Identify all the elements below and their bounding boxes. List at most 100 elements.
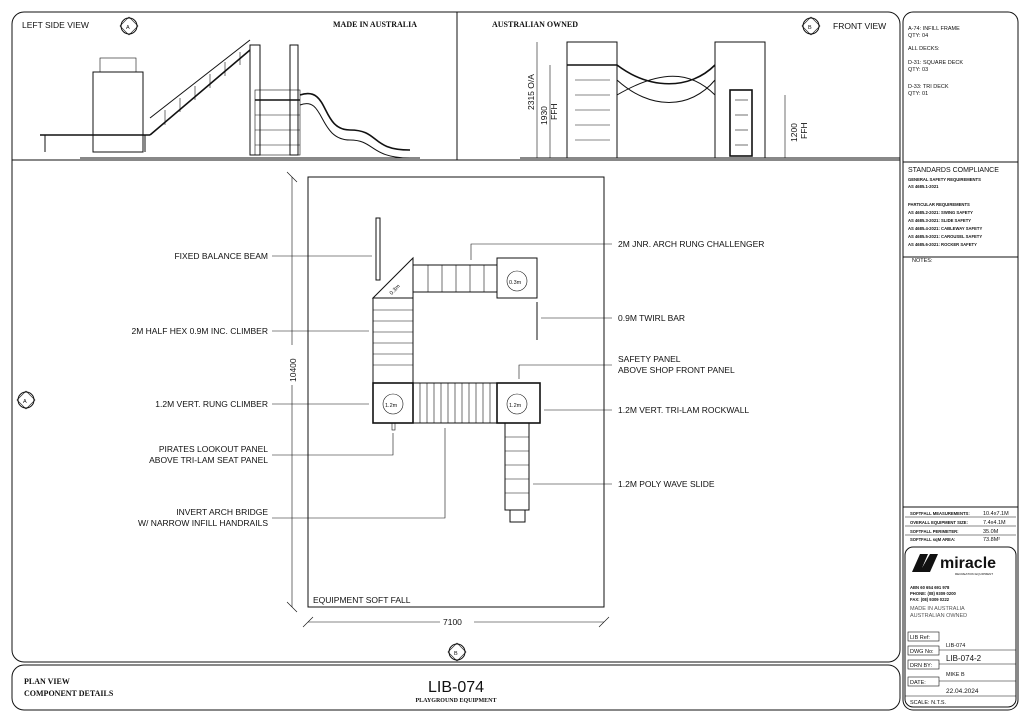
drawing-text: QTY: 03	[908, 67, 928, 73]
drawing-line	[616, 75, 716, 96]
label-rockwall: 1.2M VERT. TRI-LAM ROCKWALL	[618, 405, 749, 415]
drawing-text: 1.2m	[509, 403, 522, 409]
drawing-line	[447, 642, 467, 662]
drawing-text: MIKE B	[946, 672, 965, 678]
drawing-line	[286, 345, 298, 385]
label-arch-bridge-2: W/ NARROW INFILL HANDRAILS	[138, 518, 268, 528]
drawing-line	[272, 428, 446, 519]
drawing-line	[505, 436, 529, 494]
drawing-text: NOTES:	[912, 258, 933, 264]
drawing-text: FAX: (08) 9309 0222	[910, 597, 950, 602]
drawing-line	[286, 171, 298, 183]
drawing-text: FFH	[799, 122, 809, 139]
drawing-text: 35.0M	[983, 529, 999, 535]
drawing-text: 10400	[288, 358, 298, 382]
drawing-text: 1200	[789, 123, 799, 142]
drawing-line	[506, 393, 528, 415]
drawing-text: AS 4685.4-2021: CABLEWAY SAFETY	[908, 226, 982, 231]
drawing-text: OVERALL EQUIPMENT SIZE:	[910, 520, 968, 525]
label-safety-panel: SAFETY PANEL	[618, 354, 681, 364]
front-elevation: 2315 O/A 1930 FFH 1200 FFH	[520, 41, 900, 159]
miracle-logo: miracle RECREATION EQUIPMENT	[912, 554, 996, 576]
drawing-text: AUSTRALIAN OWNED	[910, 613, 967, 619]
drawing-text: A	[23, 399, 27, 405]
drawing-line	[509, 509, 526, 523]
drawing-text: SOFTFALL PERIMETER:	[910, 529, 959, 534]
drawing-line	[272, 433, 394, 456]
drawing-text: LIB-074-2	[946, 654, 982, 663]
leader-lines	[272, 243, 612, 519]
drawing-line	[119, 16, 139, 36]
label-pirates-panel: PIRATES LOOKOUT PANEL	[159, 444, 268, 454]
softfall-measurements: SOFTFALL MEASUREMENTS: 10.4x7.1M OVERALL …	[905, 511, 1016, 543]
drawing-line	[566, 41, 618, 159]
section-marker-a[interactable]: A	[119, 16, 139, 36]
drawing-line	[440, 616, 474, 628]
drawing-line	[907, 631, 940, 642]
dimension-height: 10400	[286, 171, 298, 613]
side-frame	[902, 11, 1019, 711]
label-slide: 1.2M POLY WAVE SLIDE	[618, 479, 715, 489]
drawing-line	[912, 554, 938, 572]
drawing-text: DWG No:	[910, 649, 934, 655]
view-title: PLAN VIEW	[24, 677, 70, 686]
drawing-line	[17, 391, 35, 409]
drawing-text: 1930	[539, 106, 549, 125]
label-safety-panel-2: ABOVE SHOP FRONT PANEL	[618, 365, 735, 375]
drawing-text: AS 4685.2-2021: SWING SAFETY	[908, 210, 973, 215]
drawing-line	[714, 41, 766, 159]
drawing-line	[120, 17, 138, 35]
drawing-text: LIB-074	[946, 643, 965, 649]
drawing-text: PHONE: (08) 9309 0200	[910, 591, 957, 596]
view-marker-b[interactable]: B	[447, 642, 467, 662]
drawing-line	[729, 89, 753, 157]
drawing-text: GENERAL SAFETY REQUIREMENTS	[908, 177, 981, 182]
label-rung-climber: 1.2M VERT. RUNG CLIMBER	[155, 399, 268, 409]
view-marker-a[interactable]: A	[16, 390, 36, 410]
drawing-line	[99, 57, 137, 73]
drawing-text: A	[126, 25, 130, 31]
drawing-text: 10.4x7.1M	[983, 511, 1009, 517]
label-arch-bridge: INVERT ARCH BRIDGE	[176, 507, 268, 517]
drawing-line	[16, 390, 36, 410]
drawing-line	[801, 16, 821, 36]
drawing-line	[616, 64, 716, 85]
drawing-text: STANDARDS COMPLIANCE	[908, 167, 999, 174]
drawing-line	[382, 393, 404, 415]
company-contact: ABN 60 654 691 978 PHONE: (08) 9309 0200…	[910, 585, 967, 619]
drawing-text: MADE IN AUSTRALIA	[910, 606, 965, 612]
arch-rung	[412, 264, 498, 293]
drawing-subtitle: PLAYGROUND EQUIPMENT	[416, 698, 497, 704]
label-twirl-bar: 0.9M TWIRL BAR	[618, 313, 685, 323]
drawing-line	[289, 44, 299, 156]
drawing-line	[149, 49, 251, 136]
drawing-line	[518, 364, 612, 379]
label-pirates-panel-2: ABOVE TRI-LAM SEAT PANEL	[149, 455, 268, 465]
drawing-text: SOFTFALL MEASUREMENTS:	[910, 511, 970, 516]
drawing-text: B	[808, 25, 812, 31]
drawing-text: AS 4685.3-2021: SLIDE SAFETY	[908, 218, 971, 223]
section-marker-b[interactable]: B	[801, 16, 821, 36]
drawing-text: SCALE: N.T.S.	[910, 700, 947, 706]
drawing-line	[302, 616, 314, 628]
main-frame	[11, 11, 901, 663]
standards-compliance: STANDARDS COMPLIANCE GENERAL SAFETY REQU…	[908, 167, 999, 264]
drawing-text: 7100	[443, 617, 462, 627]
drawing-text: 0.3m	[389, 283, 402, 296]
drawing-text: 2315 O/A	[526, 74, 536, 110]
climber	[372, 297, 414, 384]
drawing-line	[506, 270, 528, 292]
drawing-line	[470, 243, 612, 260]
drawing-text: QTY: 04	[908, 33, 928, 39]
drawing-line	[286, 601, 298, 613]
drawing-text: D-31: SQUARE DECK	[908, 60, 963, 66]
drawing-line	[448, 643, 466, 661]
drawing-text: SOFTFALL sqM AREA:	[910, 537, 955, 542]
drawing-text: QTY: 01	[908, 91, 928, 97]
drawing-text: A-74: INFILL FRAME	[908, 26, 960, 32]
drawing-line	[391, 422, 396, 431]
drawing-text: DRN BY:	[910, 663, 932, 669]
drawing-line	[254, 89, 301, 156]
dimension-width: 7100	[302, 616, 610, 628]
